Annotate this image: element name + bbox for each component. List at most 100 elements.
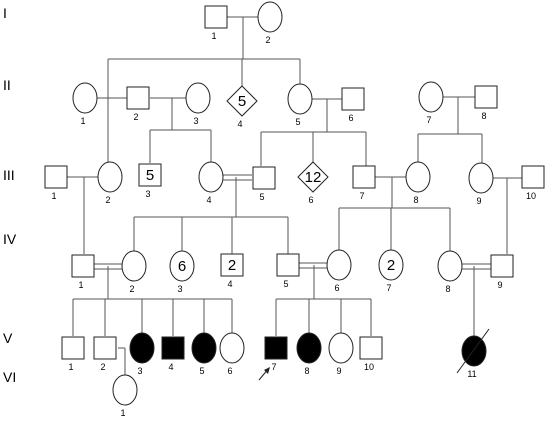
individual-number: 6 xyxy=(227,366,232,376)
individual-number: 9 xyxy=(336,366,341,376)
individual-iv-4: 24 xyxy=(220,253,244,289)
individual-number: 2 xyxy=(100,362,105,372)
sibling-count: 2 xyxy=(387,257,395,274)
individual-number: 11 xyxy=(467,369,476,379)
individual-iv-2: 2 xyxy=(121,250,147,294)
individual-number: 4 xyxy=(227,279,232,289)
individual-iii-10: 10 xyxy=(521,165,545,201)
individual-number: 3 xyxy=(177,284,182,294)
individual-number: 4 xyxy=(237,119,242,129)
unaffected-square-symbol xyxy=(352,165,376,189)
individual-number: 8 xyxy=(445,284,450,294)
individual-ii-4: 54 xyxy=(226,85,258,129)
unaffected-square-symbol xyxy=(204,5,228,29)
unaffected-circle-symbol xyxy=(257,1,283,33)
sibling-count: 12 xyxy=(305,169,322,186)
individual-number: 5 xyxy=(259,192,264,202)
individual-number: 6 xyxy=(348,113,353,123)
individual-iv-8: 8 xyxy=(437,250,463,294)
individual-iv-9: 9 xyxy=(490,254,514,290)
unaffected-square-symbol xyxy=(138,163,162,187)
unaffected-circle-symbol xyxy=(185,82,211,114)
individual-ii-1: 1 xyxy=(72,82,98,126)
unaffected-circle-symbol xyxy=(72,82,98,114)
individual-number: 7 xyxy=(386,283,391,293)
individual-iv-6: 6 xyxy=(326,249,352,293)
individual-vi-1: 1 xyxy=(112,374,138,418)
generation-label-v: V xyxy=(3,330,13,346)
individual-v-5: 5 xyxy=(191,332,217,376)
unaffected-circle-symbol xyxy=(219,332,245,364)
individual-iii-9: 9 xyxy=(468,162,494,206)
unaffected-circle-symbol xyxy=(405,161,431,193)
unaffected-square-symbol xyxy=(71,254,95,278)
unaffected-circle-symbol xyxy=(326,249,352,281)
individual-i-2: 2 xyxy=(257,1,283,45)
individual-number: 7 xyxy=(271,362,276,372)
sibling-count: 5 xyxy=(146,167,154,184)
individual-number: 2 xyxy=(129,284,134,294)
individual-number: 2 xyxy=(105,195,110,205)
unaffected-square-symbol xyxy=(220,253,244,277)
unaffected-square-symbol xyxy=(276,253,300,277)
generation-label-iv: IV xyxy=(3,231,17,247)
individual-ii-2: 2 xyxy=(126,86,150,122)
unaffected-circle-symbol xyxy=(328,332,354,364)
sibling-count: 2 xyxy=(228,257,236,274)
individual-v-2: 2 xyxy=(93,336,117,372)
generation-label-iii: III xyxy=(3,167,15,183)
individual-v-9: 9 xyxy=(328,332,354,376)
affected-square-symbol xyxy=(264,336,288,360)
individual-v-1: 1 xyxy=(61,336,85,372)
proband-arrowhead xyxy=(264,367,270,374)
generation-label-i: I xyxy=(3,5,7,21)
individual-number: 5 xyxy=(199,366,204,376)
individual-number: 2 xyxy=(133,112,138,122)
affected-circle-symbol xyxy=(129,332,155,364)
individual-number: 8 xyxy=(304,366,309,376)
unaffected-square-symbol xyxy=(252,166,276,190)
individual-number: 2 xyxy=(265,35,270,45)
affected-circle-symbol xyxy=(296,332,322,364)
individual-v-6: 6 xyxy=(219,332,245,376)
individual-number: 3 xyxy=(145,189,150,199)
unaffected-square-symbol xyxy=(474,85,498,109)
individual-number: 1 xyxy=(120,408,125,418)
individual-iii-8: 8 xyxy=(405,161,431,205)
individual-ii-6: 6 xyxy=(341,87,365,123)
individual-iii-1: 1 xyxy=(44,165,68,201)
individual-number: 10 xyxy=(526,191,536,201)
individual-number: 6 xyxy=(308,195,313,205)
unaffected-diamond-symbol xyxy=(297,161,329,193)
unaffected-square-symbol xyxy=(490,254,514,278)
individual-number: 5 xyxy=(295,117,300,127)
individual-i-1: 1 xyxy=(204,5,228,41)
relationship-lines xyxy=(67,16,522,376)
individual-number: 6 xyxy=(334,283,339,293)
individual-number: 1 xyxy=(51,191,56,201)
unaffected-circle-symbol xyxy=(198,161,224,193)
unaffected-square-symbol xyxy=(521,165,545,189)
individual-number: 1 xyxy=(211,31,216,41)
individual-number: 7 xyxy=(359,191,364,201)
individual-ii-3: 3 xyxy=(185,82,211,126)
individual-iii-2: 2 xyxy=(97,161,123,205)
individual-number: 4 xyxy=(168,362,173,372)
unaffected-square-symbol xyxy=(341,87,365,111)
individual-number: 3 xyxy=(193,116,198,126)
unaffected-circle-symbol xyxy=(437,250,463,282)
unaffected-circle-symbol xyxy=(121,250,147,282)
individual-number: 3 xyxy=(137,366,142,376)
individual-number: 1 xyxy=(68,362,73,372)
generation-labels: I II III IV V VI xyxy=(3,5,17,385)
affected-circle-symbol xyxy=(191,332,217,364)
individual-iv-7: 27 xyxy=(378,249,404,293)
individual-number: 5 xyxy=(283,279,288,289)
individual-iii-4: 4 xyxy=(198,161,224,205)
individual-iv-5: 5 xyxy=(276,253,300,289)
unaffected-square-symbol xyxy=(126,86,150,110)
individual-iii-7: 7 xyxy=(352,165,376,201)
unaffected-diamond-symbol xyxy=(226,85,258,117)
